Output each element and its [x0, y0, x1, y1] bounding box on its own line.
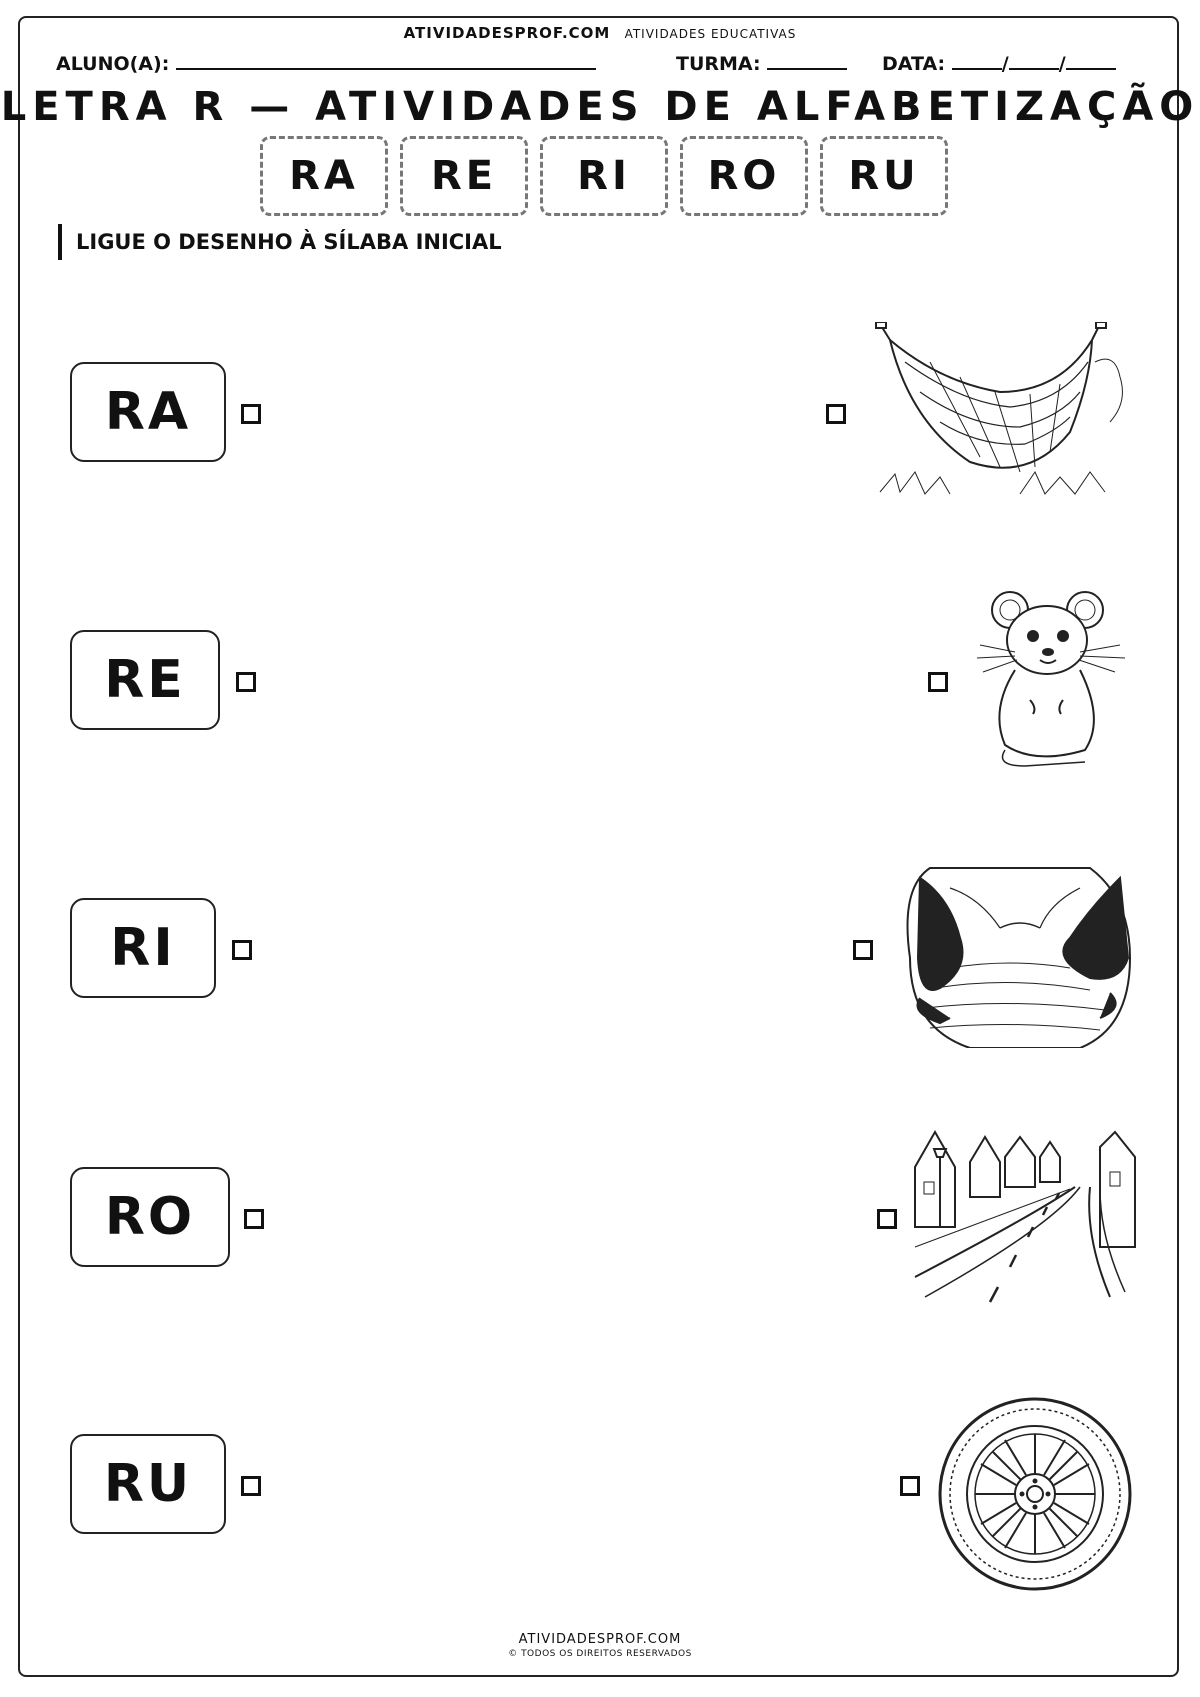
- date-month-line[interactable]: [1008, 50, 1059, 70]
- hammock-picture: [875, 322, 1123, 495]
- date-separator: /: [1001, 53, 1009, 75]
- left-checkbox[interactable]: [241, 1476, 261, 1496]
- student-info-row: ALUNO(A): TURMA: DATA: / /: [56, 50, 1146, 80]
- right-checkbox[interactable]: [853, 940, 873, 960]
- river-picture: [906, 867, 1132, 1048]
- footer-site: ATIVIDADESPROF.COM: [518, 1632, 682, 1647]
- syllable-card: RA: [260, 136, 388, 216]
- left-checkbox[interactable]: [236, 672, 256, 692]
- syllable-card: RI: [540, 136, 668, 216]
- right-checkbox[interactable]: [877, 1209, 897, 1229]
- class-field: TURMA:: [676, 50, 848, 75]
- page-footer: ATIVIDADESPROF.COM © TODOS OS DIREITOS R…: [0, 1632, 1200, 1659]
- right-checkbox[interactable]: [900, 1476, 920, 1496]
- syllable-box: RU: [70, 1434, 226, 1534]
- site-tag: ATIVIDADES EDUCATIVAS: [624, 27, 797, 41]
- page-title: LETRA R — ATIVIDADES DE ALFABETIZAÇÃO: [0, 84, 1200, 130]
- matching-row: RE: [0, 590, 1200, 780]
- syllable-box: RA: [70, 362, 226, 462]
- matching-row: RA: [0, 322, 1200, 512]
- class-line[interactable]: [767, 50, 848, 70]
- page-border: [18, 16, 1179, 1677]
- student-label: ALUNO(A):: [56, 53, 170, 75]
- student-name-line[interactable]: [175, 50, 596, 70]
- date-field: DATA: / /: [882, 50, 1116, 75]
- footer-rights: © TODOS OS DIREITOS RESERVADOS: [508, 1649, 692, 1659]
- syllable-box: RI: [70, 898, 216, 998]
- syllable-card: RO: [680, 136, 808, 216]
- date-day-line[interactable]: [951, 50, 1002, 70]
- site-name: ATIVIDADESPROF.COM: [403, 24, 611, 42]
- syllable-card: RE: [400, 136, 528, 216]
- syllable-box: RO: [70, 1167, 230, 1267]
- matching-row: RU: [0, 1394, 1200, 1591]
- right-checkbox[interactable]: [826, 404, 846, 424]
- left-checkbox[interactable]: [232, 940, 252, 960]
- wheel-picture: [938, 1397, 1132, 1591]
- date-year-line[interactable]: [1065, 50, 1116, 70]
- right-checkbox[interactable]: [928, 672, 948, 692]
- student-field: ALUNO(A):: [56, 50, 596, 75]
- matching-row: RI: [0, 858, 1200, 1048]
- syllable-card: RU: [820, 136, 948, 216]
- date-label: DATA:: [882, 53, 946, 75]
- matching-row: RO: [0, 1127, 1200, 1317]
- date-separator: /: [1058, 53, 1066, 75]
- left-checkbox[interactable]: [244, 1209, 264, 1229]
- road-picture: [914, 1129, 1136, 1303]
- mouse-picture: [976, 591, 1126, 767]
- class-label: TURMA:: [676, 53, 761, 75]
- instruction-text: LIGUE O DESENHO À SÍLABA INICIAL: [58, 224, 502, 260]
- left-checkbox[interactable]: [241, 404, 261, 424]
- syllable-box: RE: [70, 630, 220, 730]
- site-header: ATIVIDADESPROF.COM ATIVIDADES EDUCATIVAS: [0, 24, 1200, 42]
